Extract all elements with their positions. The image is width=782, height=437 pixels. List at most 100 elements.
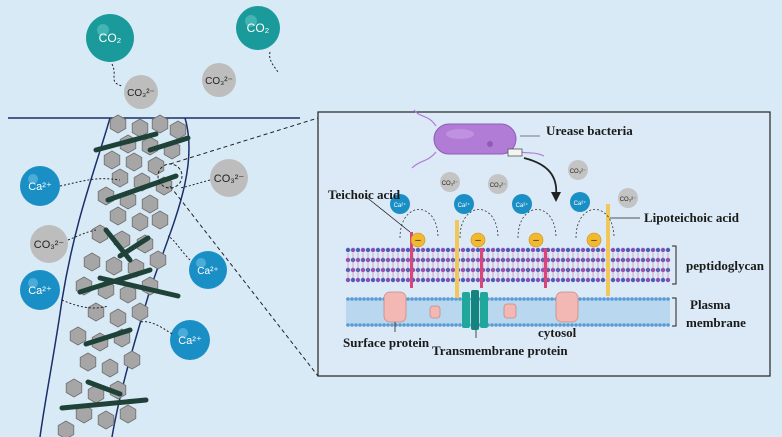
peptidoglycan-bead — [660, 247, 666, 253]
peptidoglycan-bead — [460, 247, 466, 253]
lipid-head-outer — [658, 297, 662, 301]
peptidoglycan-bead — [380, 247, 386, 253]
peptidoglycan-bead — [470, 247, 476, 253]
co3-label-4: CO₃²⁻ — [34, 239, 65, 251]
peptidoglycan-bead — [550, 247, 556, 253]
ca-arrow-2 — [167, 235, 191, 261]
lipid-head-inner — [498, 323, 502, 327]
peptidoglycan-bead — [610, 247, 616, 253]
peptidoglycan-bead — [640, 277, 646, 283]
peptidoglycan-bead — [590, 247, 596, 253]
svg-text:CO₃²⁻: CO₃²⁻ — [490, 183, 507, 189]
lipid-head-inner — [514, 323, 518, 327]
lipid-head-outer — [662, 297, 666, 301]
panel-ca-4: Ca²⁺ — [570, 192, 590, 212]
lipid-head-outer — [458, 297, 462, 301]
surface-protein-4 — [555, 291, 579, 323]
lipid-head-inner — [630, 323, 634, 327]
svg-text:CO₃²⁻: CO₃²⁻ — [620, 197, 637, 203]
lipid-head-outer — [634, 297, 638, 301]
lipid-head-outer — [354, 297, 358, 301]
crack-left-edge — [39, 117, 111, 437]
lipid-head-inner — [546, 323, 550, 327]
lipid-head-inner — [538, 323, 542, 327]
lipid-head-outer — [362, 297, 366, 301]
lipid-head-outer — [638, 297, 642, 301]
peptidoglycan-bead — [555, 247, 561, 253]
peptidoglycan-bead — [500, 247, 506, 253]
lipid-head-inner — [562, 323, 566, 327]
crystal-hexagon — [131, 212, 149, 232]
lipid-head-inner — [350, 323, 354, 327]
crystal-hexagon — [105, 256, 123, 276]
crystal-hexagon — [119, 404, 137, 424]
peptidoglycan-bead — [395, 247, 401, 253]
peptidoglycan-bead — [420, 247, 426, 253]
lipid-head-inner — [650, 323, 654, 327]
lipoteichoic-acid-rod-1 — [455, 220, 459, 298]
peptidoglycan-bead — [530, 247, 536, 253]
peptidoglycan-bead — [630, 277, 636, 283]
peptidoglycan-bead — [435, 247, 441, 253]
peptidoglycan-bead — [630, 247, 636, 253]
ca-ion-4: Ca²⁺ — [170, 320, 210, 360]
peptidoglycan-bead — [590, 277, 596, 283]
peptidoglycan-bead — [415, 277, 421, 283]
lipid-head-outer — [442, 297, 446, 301]
lipid-head-outer — [426, 297, 430, 301]
binding-loop — [459, 209, 499, 239]
peptidoglycan-bead — [600, 247, 606, 253]
co2-molecule-1: CO₂ — [86, 14, 134, 62]
svg-text:CO₃²⁻: CO₃²⁻ — [442, 181, 459, 187]
lipid-head-outer — [642, 297, 646, 301]
peptidoglycan-bead — [375, 247, 381, 253]
peptidoglycan-bead — [365, 247, 371, 253]
lipid-head-outer — [518, 297, 522, 301]
lipid-head-outer — [530, 297, 534, 301]
lipid-head-inner — [586, 323, 590, 327]
peptidoglycan-bead — [625, 277, 631, 283]
peptidoglycan-bead — [485, 277, 491, 283]
peptidoglycan-bead — [490, 247, 496, 253]
lipid-head-inner — [642, 323, 646, 327]
co3-molecule-3: CO₃²⁻ — [210, 159, 248, 197]
peptidoglycan-bead — [535, 247, 541, 253]
lipid-head-inner — [458, 323, 462, 327]
lipid-head-inner — [442, 323, 446, 327]
peptidoglycan-bead — [490, 277, 496, 283]
lipid-head-outer — [526, 297, 530, 301]
lipid-head-outer — [378, 297, 382, 301]
surface-protein-1 — [383, 291, 407, 323]
lipid-head-outer — [438, 297, 442, 301]
lipid-head-inner — [434, 323, 438, 327]
urease-bacteria-label: Urease bacteria — [546, 123, 633, 138]
lipid-head-outer — [358, 297, 362, 301]
bacterial-fiber-cluster — [59, 131, 191, 411]
crystal-hexagon — [151, 210, 169, 230]
peptidoglycan-bead — [660, 277, 666, 283]
co3-molecule-1: CO₃²⁻ — [124, 75, 158, 109]
peptidoglycan-bead — [620, 277, 626, 283]
peptidoglycan-bead — [665, 277, 671, 283]
crystal-hexagon — [123, 350, 141, 370]
negative-charge-sites: –––– — [399, 209, 615, 248]
transmembrane-protein — [462, 290, 488, 330]
lipid-head-outer — [534, 297, 538, 301]
lipid-head-inner — [402, 323, 406, 327]
lipid-head-inner — [610, 323, 614, 327]
co3-arrow-3 — [179, 179, 211, 189]
peptidoglycan-bead — [520, 277, 526, 283]
lipid-head-outer — [626, 297, 630, 301]
lipid-head-inner — [398, 323, 402, 327]
lipid-head-inner — [634, 323, 638, 327]
peptidoglycan-bead — [380, 277, 386, 283]
peptidoglycan-bead — [525, 247, 531, 253]
lipid-head-inner — [446, 323, 450, 327]
lipid-head-inner — [554, 323, 558, 327]
bacterium-flagellum-2 — [411, 151, 437, 169]
peptidoglycan-bead — [370, 247, 376, 253]
peptidoglycan-bead — [355, 247, 361, 253]
peptidoglycan-bead — [400, 277, 406, 283]
urease-arrowhead — [551, 192, 561, 202]
lipid-head-inner — [582, 323, 586, 327]
